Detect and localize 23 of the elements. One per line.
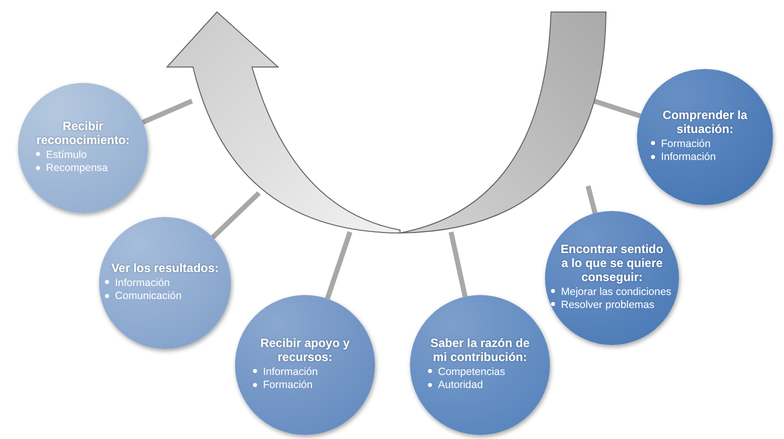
connector-line [142,98,193,125]
bullet-item: Recompensa [46,162,108,174]
node-heading: Ver los resultados: [111,262,219,276]
bullet-item: Comunicación [115,290,182,302]
bullet-item: Resolver problemas [561,299,654,312]
node-heading: Comprender la situación: [662,109,748,137]
node-heading: Recibir apoyo y recursos: [259,337,351,365]
connector-line [586,185,598,214]
bullet-item: Información [263,366,318,378]
bullet-item: Formación [661,138,711,150]
node-heading: Saber la razón de mi contribución: [429,337,531,365]
connector-line [210,191,261,240]
node-heading: Encontrar sentido a lo que se quiere conseguir: [560,243,664,285]
bullet-item: Autoridad [438,379,483,392]
bullet-item: Formación [263,379,313,392]
bullet-item: Mejorar las condiciones [561,286,672,298]
bullet-item: Información [115,276,170,289]
connector-line [593,98,642,118]
bullet-item: Competencias [438,366,506,378]
bullet-item: Información [661,151,716,164]
node-heading: Recibir reconocimiento: [35,120,131,148]
bullet-item: Estímulo [46,148,87,161]
connector-line [325,231,352,300]
